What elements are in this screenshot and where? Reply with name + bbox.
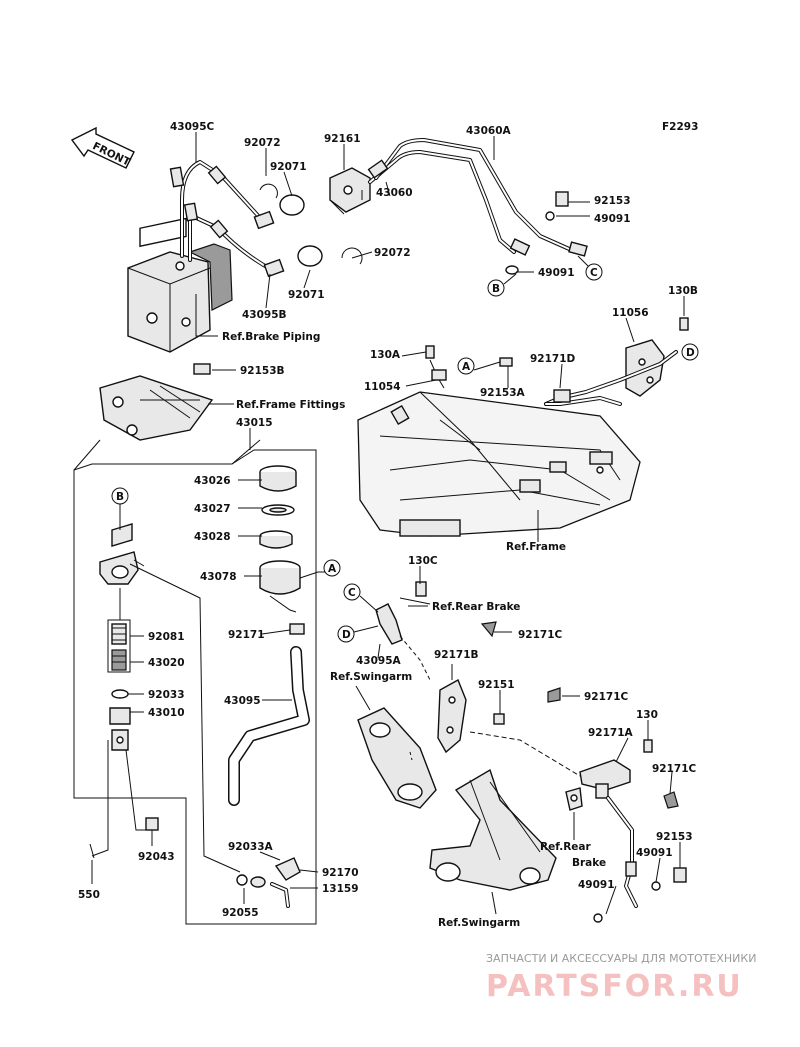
- label-43060A: 43060A: [466, 125, 512, 137]
- label-92033A: 92033A: [228, 841, 274, 853]
- brake-pipes-illustration: [169, 160, 363, 278]
- junction-block-illustration: [329, 138, 588, 275]
- upper-hose-fitting-illustration: [375, 581, 497, 681]
- label-130: 130: [636, 709, 658, 721]
- front-arrow-icon: FRONT: [70, 126, 135, 169]
- label-43026: 43026: [194, 475, 231, 487]
- hose-43095-illustration: [228, 646, 310, 806]
- label-92072-b: 92072: [374, 247, 411, 259]
- label-43010: 43010: [148, 707, 185, 719]
- callout-b-top: B: [487, 273, 517, 297]
- label-92081: 92081: [148, 631, 185, 643]
- frame-leaders: [401, 296, 685, 542]
- watermark-tagline: ЗАПЧАСТИ И АКСЕССУАРЫ ДЛЯ МОТОТЕХНИКИ: [486, 952, 756, 965]
- label-130C: 130C: [408, 555, 438, 567]
- callout-a-frame: A: [457, 357, 475, 375]
- label-49091-d: 49091: [578, 879, 615, 891]
- assembly-43015-outline: [73, 428, 317, 925]
- master-cylinder-illustration: [89, 523, 159, 859]
- callout-d-frame: D: [681, 343, 699, 361]
- label-92071-a: 92071: [270, 161, 307, 173]
- label-92153: 92153: [594, 195, 631, 207]
- label-92072-a: 92072: [244, 137, 281, 149]
- label-92171B: 92171B: [434, 649, 479, 661]
- ref-frame-fittings: Ref.Frame Fittings: [236, 399, 345, 411]
- abs-unit-illustration: [127, 217, 233, 353]
- callout-a-reservoir: A: [323, 559, 341, 577]
- label-49091-c: 49091: [636, 847, 673, 859]
- ref-swingarm-1: Ref.Swingarm: [330, 671, 412, 683]
- label-13159: 13159: [322, 883, 359, 895]
- label-11056: 11056: [612, 307, 649, 319]
- figure-code: F2293: [662, 121, 698, 133]
- callout-b-cylinder: B: [111, 487, 129, 505]
- hose-fittings-bottom-illustration: [236, 857, 301, 908]
- label-130A: 130A: [370, 349, 401, 361]
- svg-text:D: D: [686, 347, 695, 359]
- label-43027: 43027: [194, 503, 231, 515]
- bracket-11056-illustration: [425, 317, 689, 406]
- svg-text:D: D: [342, 629, 351, 641]
- label-92055: 92055: [222, 907, 259, 919]
- top-leaders: [195, 132, 591, 337]
- ref-swingarm-2: Ref.Swingarm: [438, 917, 520, 929]
- callout-d-mid: D: [337, 625, 379, 643]
- label-11054: 11054: [364, 381, 401, 393]
- label-92153A: 92153A: [480, 387, 526, 399]
- label-43095C: 43095C: [170, 121, 215, 133]
- svg-text:A: A: [328, 563, 337, 575]
- label-92171A: 92171A: [588, 727, 634, 739]
- label-43078: 43078: [200, 571, 237, 583]
- master-cylinder-leaders: [91, 504, 241, 884]
- label-92151: 92151: [478, 679, 515, 691]
- label-550: 550: [78, 889, 100, 901]
- ref-frame: Ref.Frame: [506, 541, 566, 553]
- label-43020: 43020: [148, 657, 185, 669]
- label-43095B: 43095B: [242, 309, 287, 321]
- label-92170: 92170: [322, 867, 359, 879]
- rear-cluster-leaders: [562, 695, 681, 915]
- svg-text:B: B: [492, 283, 500, 295]
- label-92161: 92161: [324, 133, 361, 145]
- label-92171C-3: 92171C: [652, 763, 697, 775]
- callout-c-mid: C: [343, 583, 379, 613]
- label-49091-b: 49091: [538, 267, 575, 279]
- svg-text:B: B: [116, 491, 124, 503]
- ref-brake-piping: Ref.Brake Piping: [222, 331, 320, 343]
- master-cylinder-mount-illustration: [99, 363, 214, 441]
- swingarm-illustration-1: [357, 679, 505, 809]
- label-92171D: 92171D: [530, 353, 576, 365]
- svg-text:C: C: [348, 587, 356, 599]
- reservoir-stack-illustration: [259, 465, 319, 635]
- label-92153B: 92153B: [240, 365, 285, 377]
- callout-c-top: C: [585, 263, 603, 281]
- label-43095: 43095: [224, 695, 261, 707]
- ref-rear-brake-1: Ref.Rear Brake: [432, 601, 520, 613]
- frame-illustration: [357, 391, 641, 537]
- label-92153-b: 92153: [656, 831, 693, 843]
- label-43060: 43060: [376, 187, 413, 199]
- label-92043: 92043: [138, 851, 175, 863]
- hose-fittings-leaders: [243, 851, 319, 904]
- label-92033: 92033: [148, 689, 185, 701]
- label-43095A: 43095A: [356, 655, 402, 667]
- label-92171C-2: 92171C: [584, 691, 629, 703]
- label-43015: 43015: [236, 417, 273, 429]
- watermark-logo: PARTSFOR.RU: [486, 969, 743, 1004]
- ref-rear-brake-2-line1: Ref.Rear: [540, 841, 591, 853]
- ref-rear-brake-2-line2: Brake: [572, 857, 606, 869]
- label-43028: 43028: [194, 531, 231, 543]
- rear-hose-fittings-illustration: [547, 687, 687, 923]
- label-92171: 92171: [228, 629, 265, 641]
- swingarm-illustration-2: [429, 768, 583, 891]
- label-130B: 130B: [668, 285, 698, 297]
- label-49091-a: 49091: [594, 213, 631, 225]
- svg-text:A: A: [462, 361, 471, 373]
- label-92171C-1: 92171C: [518, 629, 563, 641]
- label-92071-b: 92071: [288, 289, 325, 301]
- reservoir-leaders: [238, 479, 326, 701]
- svg-text:C: C: [590, 267, 598, 279]
